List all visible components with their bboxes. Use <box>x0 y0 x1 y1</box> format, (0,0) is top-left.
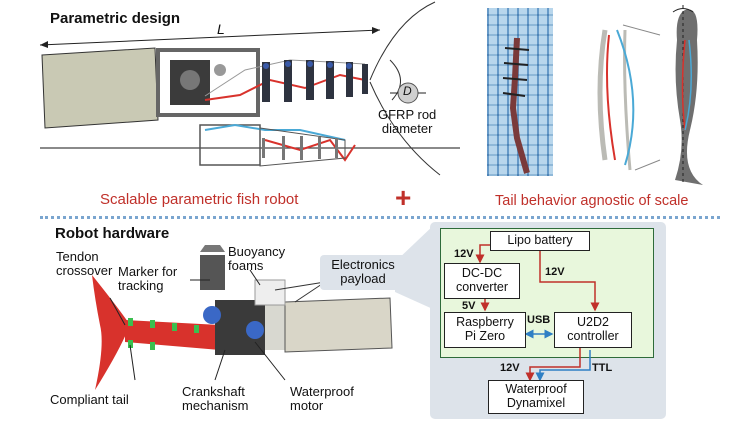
tail-curves-plot <box>597 5 703 185</box>
diameter-symbol: D <box>403 84 412 98</box>
tail-photo-robot <box>502 37 530 174</box>
label-12v-lipo-u2d2: 12V <box>545 266 565 278</box>
caption-scalable-robot: Scalable parametric fish robot <box>100 191 299 208</box>
parametric-design-title: Parametric design <box>50 10 181 27</box>
plus-sign: + <box>395 182 412 213</box>
label-compliant-tail: Compliant tail <box>50 392 129 407</box>
caption-tail-behavior: Tail behavior agnostic of scale <box>495 193 689 209</box>
label-usb: USB <box>527 314 551 326</box>
label-12v-lipo-dcdc: 12V <box>454 248 474 260</box>
rod-diameter-label: GFRP rod diameter <box>378 107 437 137</box>
callout-pointer <box>395 224 435 310</box>
label-5v: 5V <box>462 300 476 312</box>
robot-hardware-title: Robot hardware <box>55 225 170 242</box>
tail-photo-pool <box>487 8 553 176</box>
robot-hardware-drawing <box>92 245 393 390</box>
length-label: L <box>217 21 225 37</box>
electronics-wiring <box>475 244 600 382</box>
parametric-design-drawing <box>39 1 460 176</box>
lipo-battery-box: Lipo battery <box>490 231 590 251</box>
label-ttl: TTL <box>592 362 613 374</box>
label-12v-dynamixel: 12V <box>500 362 520 374</box>
section-divider <box>40 216 720 219</box>
